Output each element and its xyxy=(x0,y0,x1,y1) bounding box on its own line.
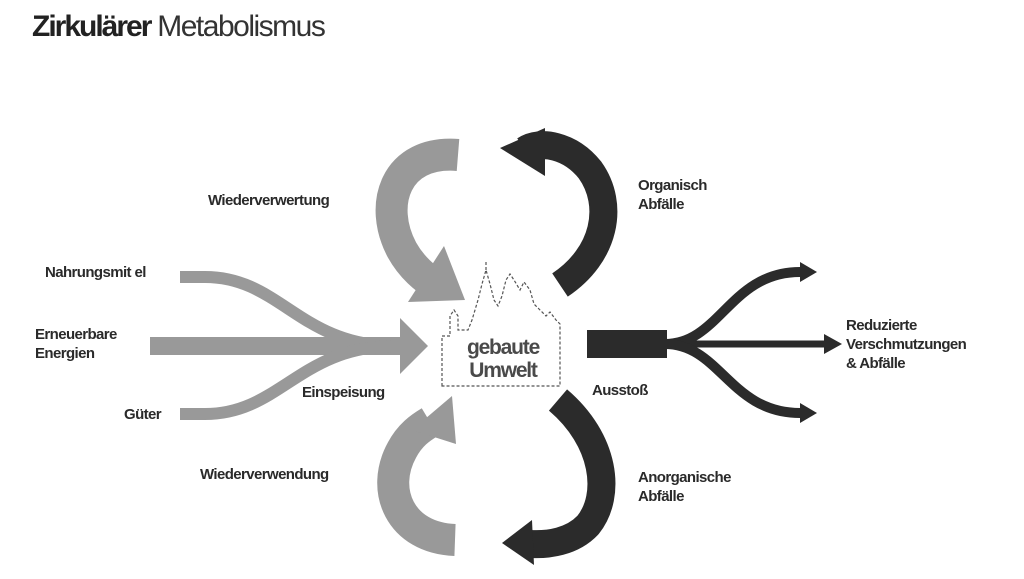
output-flows xyxy=(587,262,842,423)
organic-waste-label: Organisch Abfälle xyxy=(638,176,707,214)
center-line-1: gebaute xyxy=(466,336,540,359)
reduced-line-3: & Abfälle xyxy=(846,355,906,372)
reduced-waste-label: Reduzierte Verschmutzungen & Abfälle xyxy=(846,316,967,373)
energy-line-1: Erneuerbare xyxy=(35,326,117,343)
organic-line-1: Organisch xyxy=(638,177,707,194)
feed-in-label: Einspeisung xyxy=(302,384,385,401)
goods-label: Güter xyxy=(124,406,162,423)
recycling-label: Wiederverwertung xyxy=(208,192,330,209)
inorganic-line-1: Anorganische xyxy=(638,469,731,486)
energy-line-2: Energien xyxy=(35,345,95,362)
city-skyline-icon xyxy=(441,262,561,387)
diagram-title: Zirkulärer Metabolismus xyxy=(32,10,326,44)
organic-waste-loop-arrow xyxy=(500,128,618,297)
recycling-loop-arrow xyxy=(375,138,465,302)
organic-line-2: Abfälle xyxy=(638,196,684,213)
reduced-line-2: Verschmutzungen xyxy=(846,336,967,353)
renewable-energy-label: Erneuerbare Energien xyxy=(35,325,117,363)
reduced-line-1: Reduzierte xyxy=(846,317,917,334)
inorganic-waste-label: Anorganische Abfälle xyxy=(638,468,731,506)
reuse-loop-arrow xyxy=(377,396,457,556)
built-environment-label: gebaute Umwelt xyxy=(445,336,561,382)
center-line-2: Umwelt xyxy=(469,359,538,382)
input-flows xyxy=(150,271,428,420)
inorganic-line-2: Abfälle xyxy=(638,488,684,505)
reuse-label: Wiederverwendung xyxy=(200,466,329,483)
food-label: Nahrungsmit el xyxy=(45,264,146,281)
emission-label: Ausstoß xyxy=(592,382,648,399)
title-bold: Zirkulärer xyxy=(32,10,152,43)
inorganic-waste-loop-arrow xyxy=(502,389,616,565)
title-light: Metabolismus xyxy=(157,10,326,43)
